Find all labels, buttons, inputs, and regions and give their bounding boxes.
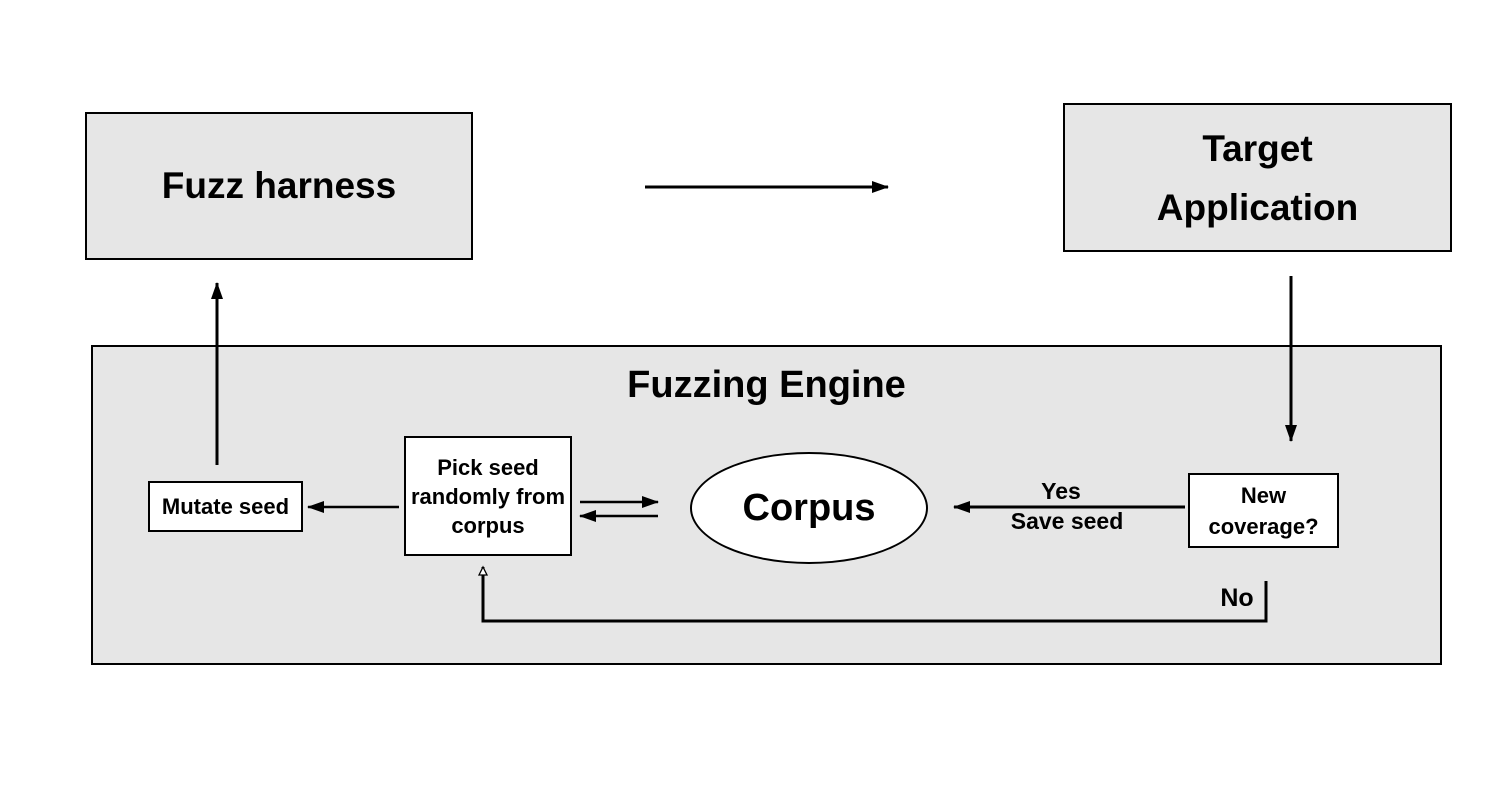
- new-coverage-node: New coverage?: [1188, 473, 1339, 548]
- mutate-seed-label: Mutate seed: [161, 493, 290, 519]
- new-coverage-label: New coverage?: [1208, 482, 1319, 539]
- pick-seed-label: Pick seed randomly from corpus: [410, 454, 566, 538]
- corpus-node: Corpus: [690, 452, 928, 564]
- fuzz-harness-label: Fuzz harness: [161, 165, 397, 206]
- corpus-label: Corpus: [742, 486, 876, 529]
- target-application-node: Target Application: [1063, 103, 1452, 252]
- target-application-label: Target Application: [1156, 127, 1359, 228]
- pick-seed-node: Pick seed randomly from corpus: [404, 436, 572, 556]
- fuzzing-engine-title: Fuzzing Engine: [627, 364, 906, 406]
- save-seed-edge-label: Save seed: [1010, 508, 1124, 534]
- no-edge-label: No: [1220, 584, 1254, 612]
- fuzz-harness-node: Fuzz harness: [85, 112, 473, 260]
- mutate-seed-node: Mutate seed: [148, 481, 303, 532]
- yes-edge-label: Yes: [1041, 478, 1081, 504]
